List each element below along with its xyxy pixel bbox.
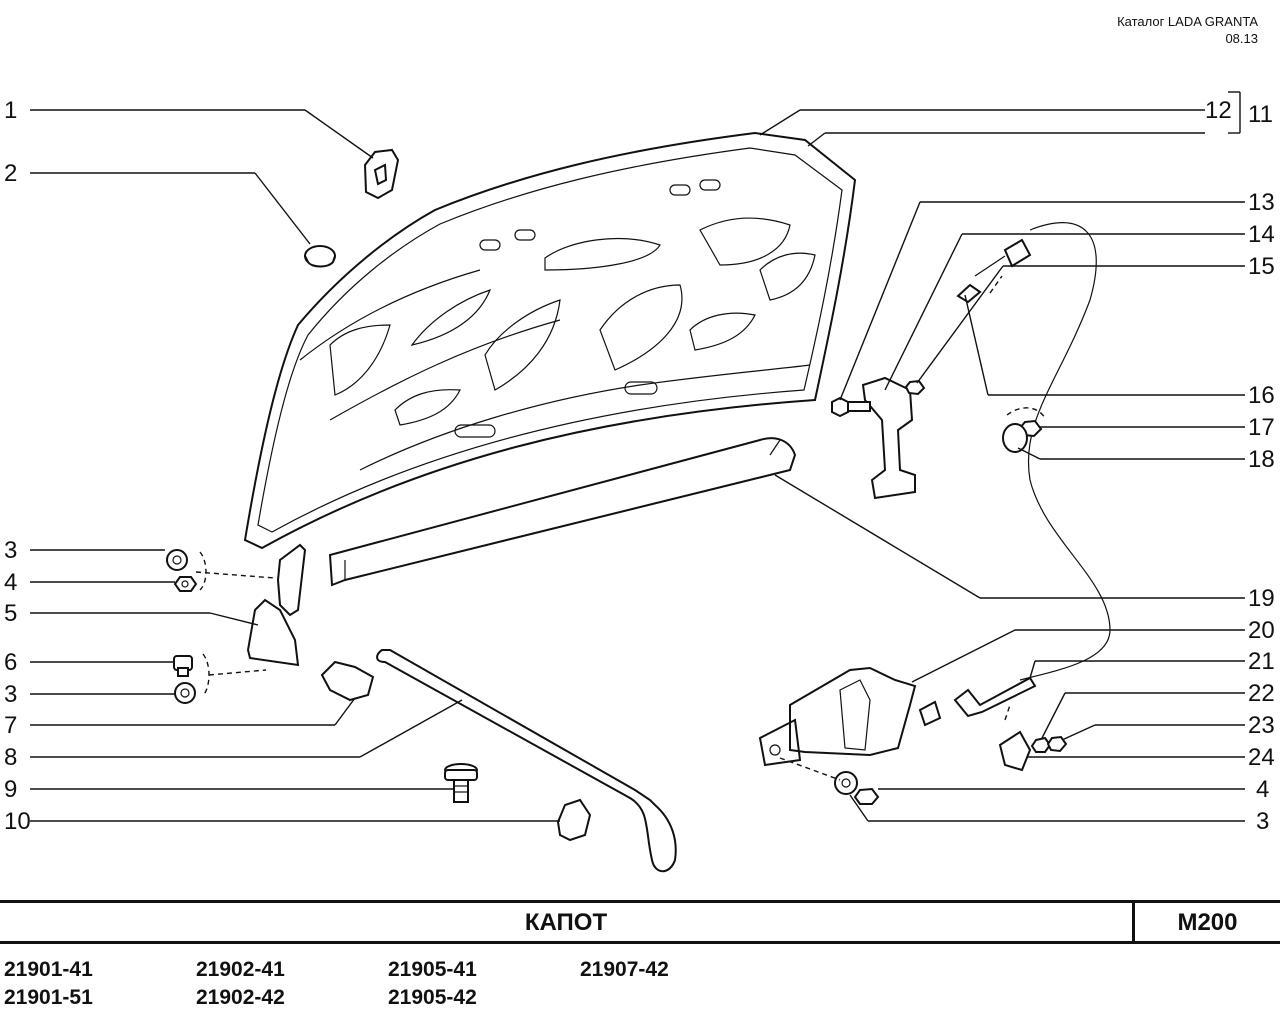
- callout-4: 4: [4, 569, 17, 596]
- part-3-washer: [166, 549, 188, 571]
- part-21-cable-end: [918, 676, 1037, 727]
- part-6-bolt: [173, 655, 193, 677]
- callout-21: 21: [1248, 648, 1275, 675]
- exploded-parts-diagram: 1 2 3 4 5 6 3 7 8 9 10 12 11 13 14 15 16…: [4, 91, 1275, 873]
- part-22-nut: [1030, 736, 1052, 753]
- callout-11: 11: [1248, 101, 1273, 128]
- callout-13: 13: [1248, 189, 1275, 216]
- part-8-prop-rod: [376, 649, 677, 873]
- callout-8: 8: [4, 744, 17, 771]
- callout-19: 19: [1248, 585, 1275, 612]
- part-23-washer: [1046, 735, 1068, 753]
- model-code: 21902-42: [196, 986, 285, 1009]
- callout-5: 5: [4, 600, 17, 627]
- callout-3: 3: [4, 537, 17, 564]
- part-7-prop-rod-clip: [320, 660, 375, 702]
- title-block: КАПОТ M200 21901-41 21902-41 21905-41 21…: [0, 900, 1280, 1021]
- callout-7: 7: [4, 712, 17, 739]
- model-code: 21907-42: [580, 958, 669, 981]
- part-3-washer-latch: [834, 771, 858, 795]
- part-14-bolt: [831, 396, 871, 418]
- model-code: 21905-41: [388, 958, 477, 981]
- callout-23: 23: [1248, 712, 1275, 739]
- hood-panel-drawing: [243, 131, 857, 550]
- section-code: M200: [1177, 909, 1238, 936]
- callout-4-right: 4: [1256, 776, 1269, 803]
- callout-16: 16: [1248, 382, 1275, 409]
- callouts-right: 13 14 15 16 17 18 19 20 21 22 23 24 4 3: [1248, 189, 1275, 835]
- callouts-top: 12 11: [1205, 97, 1273, 128]
- part-15-nut: [904, 379, 926, 396]
- callout-6: 6: [4, 649, 17, 676]
- part-20-hood-latch: [758, 666, 917, 767]
- callout-15: 15: [1248, 253, 1275, 280]
- part-10-rod-holder: [556, 798, 592, 842]
- model-code: 21905-42: [388, 986, 477, 1009]
- callout-20: 20: [1248, 617, 1275, 644]
- part-18-grommet: [1002, 423, 1028, 453]
- model-code: 21901-51: [4, 986, 93, 1009]
- part-13-safety-catch: [861, 376, 916, 500]
- section-title: КАПОТ: [524, 909, 608, 936]
- callout-22: 22: [1248, 680, 1275, 707]
- part-4-nut-latch: [853, 787, 880, 805]
- callout-10: 10: [4, 808, 31, 835]
- callout-2: 2: [4, 160, 17, 187]
- part-19-hood-seal: [328, 437, 797, 587]
- part-4-nut: [173, 576, 198, 592]
- model-code: 21901-41: [4, 958, 93, 981]
- title-divider: [1132, 903, 1135, 941]
- callout-18: 18: [1248, 446, 1275, 473]
- model-code: 21902-41: [196, 958, 285, 981]
- callout-3-right: 3: [1256, 808, 1269, 835]
- part-3-washer-lower: [174, 682, 196, 704]
- callout-12: 12: [1205, 97, 1232, 124]
- catalog-title: Каталог LADA GRANTA: [1117, 14, 1258, 29]
- callout-1: 1: [4, 97, 17, 124]
- part-2-rubber-stop: [304, 245, 336, 268]
- part-1-clip: [363, 148, 400, 200]
- catalog-date: 08.13: [1225, 31, 1258, 46]
- callout-24: 24: [1248, 744, 1275, 771]
- leader-lines: [30, 91, 1245, 822]
- part-5-hinge: [246, 543, 307, 667]
- part-9-fastener: [444, 763, 478, 803]
- callout-17: 17: [1248, 414, 1275, 441]
- title-row: КАПОТ M200: [0, 900, 1280, 944]
- callouts-left: 1 2 3 4 5 6 3 7 8 9 10: [4, 97, 31, 835]
- callout-3-lower: 3: [4, 681, 17, 708]
- part-24-bracket: [998, 730, 1032, 772]
- callout-14: 14: [1248, 221, 1275, 248]
- part-16-release-cable: [1019, 222, 1111, 681]
- callout-9: 9: [4, 776, 17, 803]
